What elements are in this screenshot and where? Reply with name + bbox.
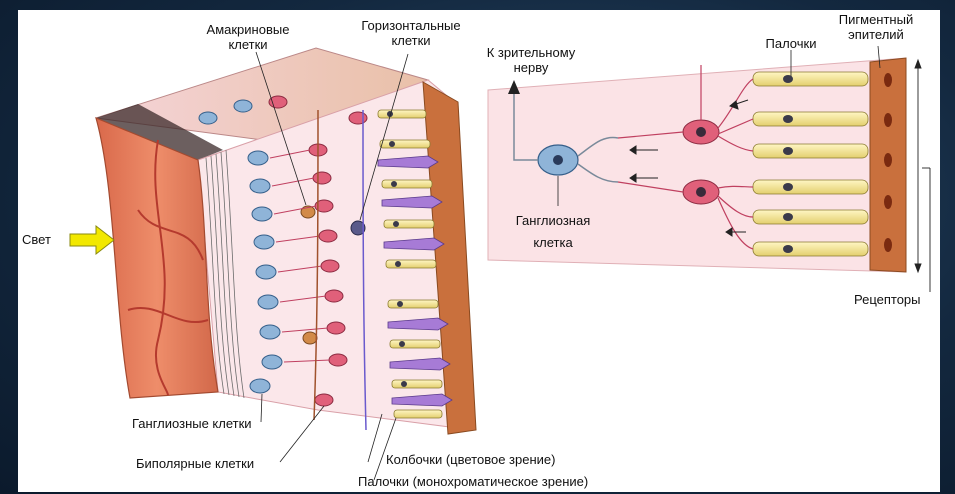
retina-block bbox=[96, 48, 476, 434]
bipolar-cells-label: Биполярные клетки bbox=[136, 456, 254, 471]
horizontal-cells-label: Горизонтальные клетки bbox=[346, 18, 476, 48]
light-arrow bbox=[70, 226, 114, 254]
rods-mono-label: Палочки (монохроматическое зрение) bbox=[358, 474, 588, 489]
horizontal-label-line1: Горизонтальные bbox=[346, 18, 476, 33]
ganglion-cell-label-line1: Ганглиозная bbox=[503, 210, 603, 232]
pigment-label-line1: Пигментный bbox=[830, 12, 922, 27]
optic-nerve-label-line2: нерву bbox=[476, 60, 586, 75]
receptor-schematic bbox=[488, 46, 930, 292]
receptors-label: Рецепторы bbox=[854, 292, 921, 307]
cones-label: Колбочки (цветовое зрение) bbox=[386, 452, 555, 467]
amacrine-label-line2: клетки bbox=[188, 37, 308, 52]
ganglion-cell-label-line2: клетка bbox=[503, 232, 603, 254]
diagram-slide: Амакриновые клетки Горизонтальные клетки… bbox=[18, 10, 940, 492]
optic-nerve-label: К зрительному нерву bbox=[476, 45, 586, 75]
pigment-epithelium-label: Пигментный эпителий bbox=[830, 12, 922, 42]
ganglion-cells-label: Ганглиозные клетки bbox=[132, 416, 252, 431]
amacrine-label-line1: Амакриновые bbox=[188, 22, 308, 37]
ganglion-cell-label: Ганглиозная клетка bbox=[503, 210, 603, 254]
light-label: Свет bbox=[22, 232, 51, 247]
rods-top-label: Палочки bbox=[756, 36, 826, 51]
horizontal-label-line2: клетки bbox=[346, 33, 476, 48]
amacrine-cells-label: Амакриновые клетки bbox=[188, 22, 308, 52]
optic-nerve-label-line1: К зрительному bbox=[476, 45, 586, 60]
pigment-label-line2: эпителий bbox=[830, 27, 922, 42]
